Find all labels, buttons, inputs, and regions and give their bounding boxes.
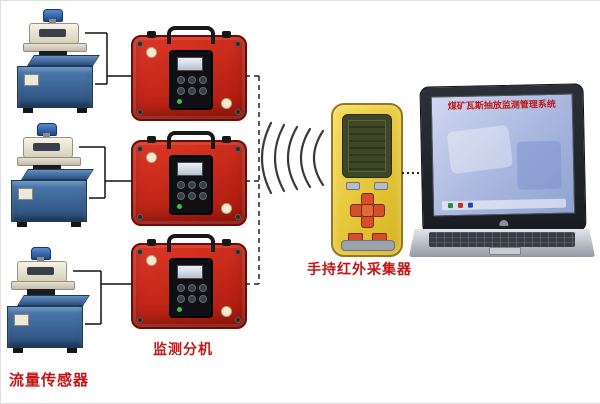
laptop-keyboard [429, 232, 575, 247]
function-button [374, 182, 388, 190]
laptop-screen: 煤矿瓦斯抽放监测管理系统 [419, 83, 587, 235]
panel-buttons [177, 284, 207, 303]
panel-buttons [177, 76, 207, 95]
box-foot [17, 222, 27, 227]
keypad [350, 193, 385, 228]
handle [167, 234, 215, 252]
screen-indicator [457, 202, 464, 208]
status-led [177, 204, 182, 209]
latch [222, 31, 231, 38]
control-panel [169, 50, 213, 110]
panel-display [177, 265, 203, 279]
sensor-box-2 [11, 169, 94, 227]
sensor-mount [27, 289, 55, 295]
function-button [346, 182, 360, 190]
latch [222, 239, 231, 246]
bolt [235, 214, 241, 220]
round-sticker [146, 152, 157, 163]
screen-indicator [447, 203, 454, 209]
bolt [137, 146, 143, 152]
software-title: 煤矿瓦斯抽放监测管理系统 [447, 98, 556, 112]
screen-graphic [446, 124, 514, 175]
box-front-face [11, 180, 87, 222]
box-foot [23, 108, 33, 113]
box-front-face [17, 66, 93, 108]
control-panel [169, 155, 213, 215]
sensor-display-band [33, 143, 60, 151]
panel-display [177, 57, 203, 71]
laptop-base [409, 229, 595, 257]
laptop-touchpad [489, 247, 521, 255]
caption-monitor-unit: 监测分机 [153, 341, 213, 357]
wireless-waves [261, 121, 325, 195]
control-panel [169, 258, 213, 318]
bolt [137, 317, 143, 323]
latch [147, 31, 156, 38]
panel-buttons [177, 181, 207, 200]
panel-display [177, 162, 203, 176]
round-sticker [221, 98, 232, 109]
sensor-mount [33, 165, 61, 171]
screen-graphic [516, 140, 562, 190]
device-base [341, 240, 395, 251]
sensor-mount [39, 51, 67, 57]
bolt [235, 317, 241, 323]
box-top-face [27, 55, 100, 66]
caption-flow-sensor: 流量传感器 [9, 372, 90, 389]
box-foot [13, 348, 23, 353]
monitor-unit-2 [131, 131, 247, 226]
latch [147, 239, 156, 246]
sensor-body [29, 23, 79, 44]
status-led [177, 99, 182, 104]
round-sticker [221, 203, 232, 214]
sensor-neck [37, 257, 44, 261]
flow-sensor-3 [11, 247, 81, 295]
handle [167, 131, 215, 149]
box-name-plate [24, 74, 39, 86]
bolt [137, 249, 143, 255]
sensor-neck [43, 133, 50, 137]
bolt [235, 249, 241, 255]
lcd-bezel [342, 114, 392, 178]
flow-sensor-2 [17, 123, 87, 171]
laptop-display: 煤矿瓦斯抽放监测管理系统 [430, 93, 576, 217]
bolt [137, 109, 143, 115]
dashed-bus [245, 75, 260, 285]
screen-indicator [467, 202, 474, 208]
monitor-unit-3 [131, 234, 247, 329]
latch [147, 136, 156, 143]
caption-handheld-collector: 手持红外采集器 [307, 261, 412, 277]
bolt [235, 146, 241, 152]
sensor-body [17, 261, 67, 282]
bolt [137, 41, 143, 47]
monitor-unit-1 [131, 26, 247, 121]
lcd-screen [348, 120, 386, 172]
handle [167, 26, 215, 44]
bolt [137, 214, 143, 220]
round-sticker [221, 306, 232, 317]
box-foot [71, 222, 81, 227]
box-name-plate [14, 314, 29, 326]
key-enter [361, 204, 374, 217]
round-sticker [146, 47, 157, 58]
box-top-face [17, 295, 90, 306]
sensor-body [23, 137, 73, 158]
box-foot [67, 348, 77, 353]
sensor-display-band [39, 29, 66, 37]
box-name-plate [18, 188, 33, 200]
sensor-neck [49, 19, 56, 23]
bolt [235, 109, 241, 115]
box-foot [77, 108, 87, 113]
bolt [235, 41, 241, 47]
round-sticker [146, 255, 157, 266]
sensor-display-band [27, 267, 54, 275]
status-led [177, 307, 182, 312]
handheld-collector [331, 103, 403, 257]
sensor-box-1 [17, 55, 100, 113]
sensor-box-3 [7, 295, 90, 353]
box-front-face [7, 306, 83, 348]
flow-sensor-1 [23, 9, 93, 57]
latch [222, 136, 231, 143]
box-top-face [21, 169, 94, 180]
